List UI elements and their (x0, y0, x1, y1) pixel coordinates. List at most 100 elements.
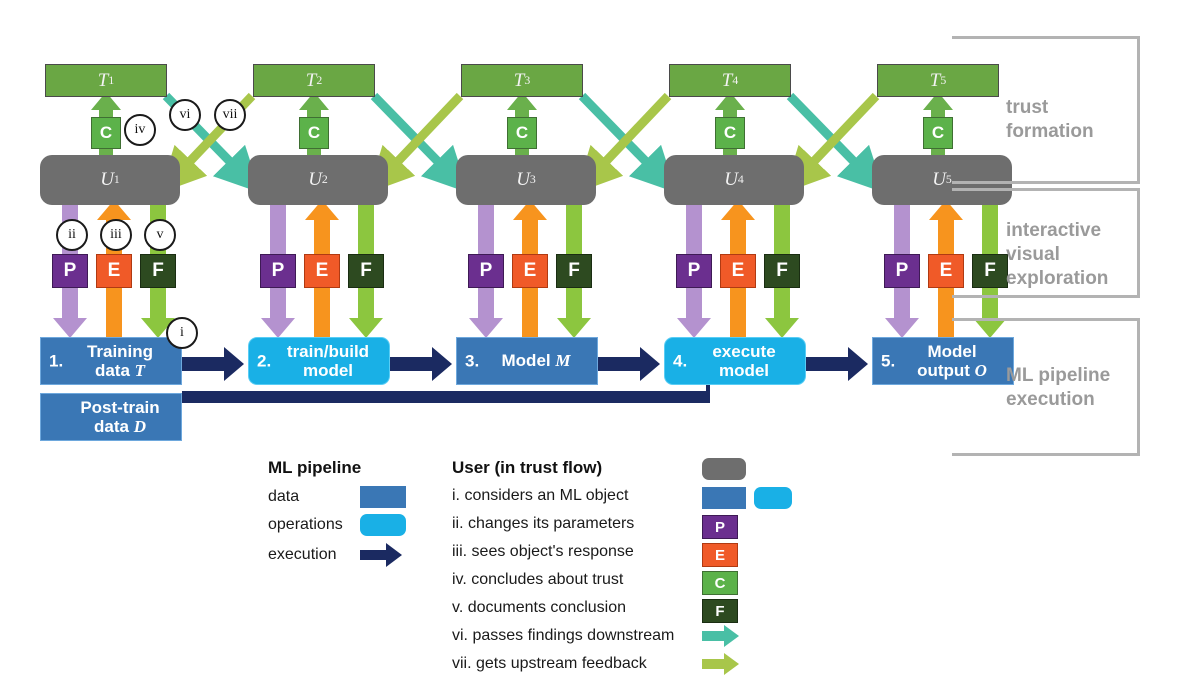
parameters-box-p4[interactable]: P (676, 254, 712, 288)
callout-i[interactable]: i (166, 317, 198, 349)
findings-box-f5[interactable]: F (972, 254, 1008, 288)
response-box-e2[interactable]: E (304, 254, 340, 288)
legend-swatch-user-data (702, 487, 746, 509)
stage-label: Training data T (69, 342, 153, 380)
legend-item-user-vi: vi. passes findings downstream (452, 627, 675, 644)
legend-swatch-parameters: P (702, 515, 738, 539)
conclusion-box-c5[interactable]: C (923, 117, 953, 149)
trust-box-label: T (721, 69, 733, 91)
stage-symbol: O (974, 361, 987, 380)
findings-box-f1[interactable]: F (140, 254, 176, 288)
conclusion-box-c4[interactable]: C (715, 117, 745, 149)
legend-swatch-user-gray (702, 458, 746, 480)
conclusion-box-c1[interactable]: C (91, 117, 121, 149)
legend-title-user: User (in trust flow) (452, 458, 603, 477)
parameters-box-p1[interactable]: P (52, 254, 88, 288)
callout-vii[interactable]: vii (214, 99, 246, 131)
pipeline-stage-4[interactable]: 4. execute model (664, 337, 806, 385)
response-label: E (523, 260, 537, 282)
legend-swatch-findings: F (702, 599, 738, 623)
bracket-line1: interactive (1006, 220, 1102, 241)
callout-iv[interactable]: iv (124, 114, 156, 146)
stage-line2: data (94, 361, 130, 380)
stage-label: train/build model (269, 342, 369, 380)
parameters-label: P (687, 260, 701, 282)
trust-box-label: T (305, 69, 317, 91)
callout-v[interactable]: v (144, 219, 176, 251)
bracket-interactive-visual-exploration (952, 188, 1140, 298)
parameters-box-p3[interactable]: P (468, 254, 504, 288)
stage-symbol: T (134, 361, 146, 380)
conclusion-box-c3[interactable]: C (507, 117, 537, 149)
user-box-sub: 1 (113, 173, 120, 187)
conclusion-box-c2[interactable]: C (299, 117, 329, 149)
response-label: E (731, 260, 745, 282)
stage-number: 5. (881, 351, 896, 371)
legend-title-ml-pipeline: ML pipeline (268, 458, 362, 477)
user-box-label: U (100, 169, 114, 191)
callout-iii[interactable]: iii (100, 219, 132, 251)
pipeline-stage-5[interactable]: 5. Model output O (872, 337, 1014, 385)
parameters-label: P (271, 260, 285, 282)
stage-line2: output (917, 361, 970, 380)
findings-box-f2[interactable]: F (348, 254, 384, 288)
legend-swatch-downstream-arrow (702, 625, 739, 647)
legend-swatch-findings-label: F (715, 602, 725, 620)
callout-label: v (156, 227, 164, 242)
post-train-data-box[interactable]: Post-train data D (40, 393, 182, 441)
conclusion-label: C (723, 123, 737, 143)
response-box-e1[interactable]: E (96, 254, 132, 288)
pipeline-stage-3[interactable]: 3. Model M (456, 337, 598, 385)
post-train-label: Post-train data D (62, 398, 159, 436)
pipeline-stage-2[interactable]: 2. train/build model (248, 337, 390, 385)
callout-label: vi (179, 107, 191, 122)
stage-number: 3. (465, 351, 480, 371)
parameters-label: P (63, 260, 77, 282)
stage-line1: execute (712, 341, 776, 361)
conclusion-label: C (99, 123, 113, 143)
response-box-e5[interactable]: E (928, 254, 964, 288)
trust-box-sub: 4 (732, 73, 739, 87)
callout-label: vii (222, 107, 238, 122)
parameters-box-p5[interactable]: P (884, 254, 920, 288)
legend-swatch-parameters-label: P (714, 518, 725, 536)
response-box-e4[interactable]: E (720, 254, 756, 288)
legend-item-user-ii: ii. changes its parameters (452, 515, 635, 532)
bracket-line2: visual (1006, 243, 1060, 265)
bracket-label-interactive-visual-exploration: interactive visual exploration (1006, 219, 1108, 290)
legend-swatch-upstream-arrow (702, 653, 739, 675)
stage-line1: train/build (286, 341, 370, 361)
pipeline-stage-1[interactable]: 1. Training data T (40, 337, 182, 385)
parameters-box-p2[interactable]: P (260, 254, 296, 288)
callout-vi[interactable]: vi (169, 99, 201, 131)
trust-box-label: T (513, 69, 525, 91)
conclusion-label: C (515, 123, 529, 143)
findings-label: F (984, 260, 996, 282)
post-train-symbol: D (133, 417, 146, 436)
legend-item-user-v: v. documents conclusion (452, 599, 627, 616)
findings-label: F (360, 260, 372, 282)
bracket-label-trust-formation: trust formation (1006, 96, 1094, 144)
findings-box-f4[interactable]: F (764, 254, 800, 288)
findings-box-f3[interactable]: F (556, 254, 592, 288)
trust-box-label: T (97, 69, 109, 91)
user-box-label: U (932, 169, 946, 191)
response-box-e3[interactable]: E (512, 254, 548, 288)
legend-swatch-conclusion: C (702, 571, 738, 595)
callout-ii[interactable]: ii (56, 219, 88, 251)
callout-label: iii (110, 227, 122, 242)
trust-box-sub: 2 (316, 73, 323, 87)
user-box-sub: 2 (321, 173, 328, 187)
stage-line1: Model (501, 351, 551, 371)
